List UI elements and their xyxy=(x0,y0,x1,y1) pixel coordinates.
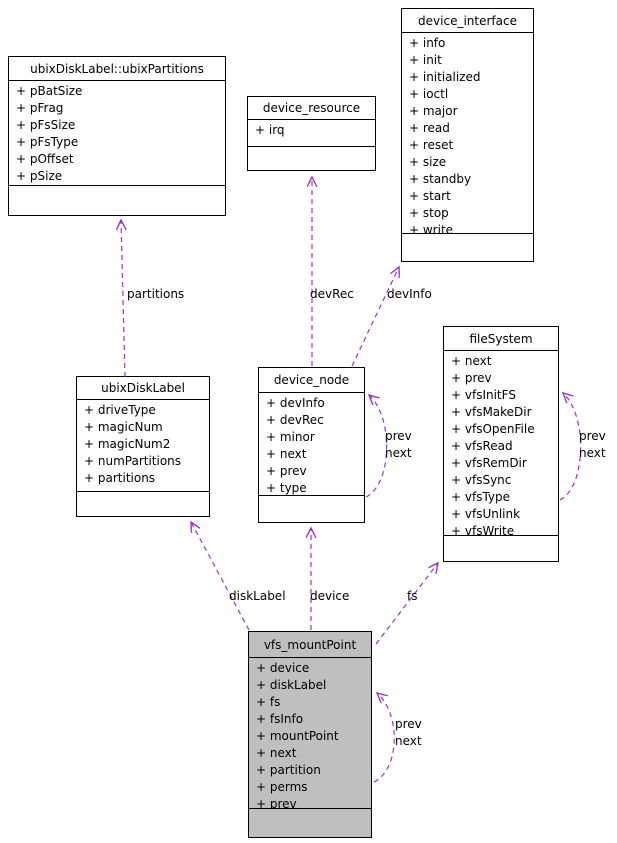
class-ubixdisklabel-ubixpartitions[interactable]: ubixDiskLabel::ubixPartitions + pBatSize… xyxy=(8,56,226,216)
class-member: + stop xyxy=(409,206,449,220)
class-filesystem[interactable]: fileSystem + next + prev + vfsInitFS + vfsM… xyxy=(443,326,559,562)
class-member: + next xyxy=(451,354,492,368)
class-member-list: + info + init + initialized + ioctl + major +… xyxy=(402,33,533,234)
class-methods-empty xyxy=(248,147,375,170)
edge-label-devinfo: devInfo xyxy=(387,287,432,301)
class-member: + pFrag xyxy=(16,101,64,115)
class-title[interactable]: fileSystem xyxy=(444,327,558,351)
class-member: + vfsInitFS xyxy=(451,388,516,402)
edge-label-filesystem-prev-next: prev next xyxy=(579,429,606,460)
class-title[interactable]: ubixDiskLabel xyxy=(77,377,209,400)
class-title[interactable]: device_node xyxy=(259,368,364,393)
class-member: + vfsMakeDir xyxy=(451,405,532,419)
edge-label-device-node-prev-next: prev next xyxy=(385,429,412,460)
edge-label-disklabel: diskLabel xyxy=(229,589,286,603)
class-member: + init xyxy=(409,53,442,67)
class-member: + ioctl xyxy=(409,87,449,101)
edge-label-fs: fs xyxy=(407,589,418,603)
edge-disklabel xyxy=(191,522,250,631)
class-member: + perms xyxy=(256,780,308,794)
edge-label-partitions: partitions xyxy=(127,287,185,301)
class-member: + write xyxy=(409,223,454,234)
class-member: + driveType xyxy=(84,403,156,417)
class-member-list: + devInfo + devRec + minor + next + prev + ty… xyxy=(259,393,364,496)
class-member-list: + pBatSize + pFrag + pFsSize + pFsType + pOf… xyxy=(9,81,225,186)
class-member-list: + device + diskLabel + fs + fsInfo + mountPo… xyxy=(249,658,371,809)
class-member: + type xyxy=(266,481,307,495)
class-member: + reset xyxy=(409,138,454,152)
class-member: + irq xyxy=(255,123,285,137)
class-member: + partitions xyxy=(84,471,156,485)
class-member: + pOffset xyxy=(16,152,74,166)
class-member: + devRec xyxy=(266,413,324,427)
class-member: + fs xyxy=(256,695,281,709)
class-title[interactable]: device_resource xyxy=(248,97,375,120)
class-member: + prev xyxy=(451,371,492,385)
class-vfs-mountpoint[interactable]: vfs_mountPoint + device+ diskLabel+ fs+ … xyxy=(248,631,372,838)
class-member: + vfsType xyxy=(451,490,511,504)
class-member: + fsInfo xyxy=(256,712,304,726)
edge-vfs-mountpoint-self-loop xyxy=(373,693,395,783)
class-member: + device xyxy=(256,661,310,675)
class-member: + major xyxy=(409,104,458,118)
class-member: + vfsWrite xyxy=(451,524,515,536)
class-methods-empty xyxy=(259,496,364,522)
class-member: + pFsSize xyxy=(16,118,76,132)
edge-devinfo xyxy=(351,267,399,367)
class-methods-empty xyxy=(402,234,533,261)
edge-partitions xyxy=(121,220,125,378)
class-member: + pSize xyxy=(16,169,63,183)
class-member: + vfsRead xyxy=(451,439,513,453)
class-methods-empty xyxy=(249,809,371,837)
class-member: + next xyxy=(256,746,297,760)
class-member: + magicNum xyxy=(84,420,163,434)
class-device-resource[interactable]: device_resource + irq xyxy=(247,96,376,171)
class-member: + pFsType xyxy=(16,135,79,149)
class-member: + info xyxy=(409,36,446,50)
edge-filesystem-self-loop xyxy=(559,393,582,501)
class-member: + devInfo xyxy=(266,396,325,410)
class-member: + vfsSync xyxy=(451,473,512,487)
class-device-interface[interactable]: device_interface + info + init + initializ… xyxy=(401,8,534,262)
class-member: + standby xyxy=(409,172,472,186)
class-ubixdisklabel[interactable]: ubixDiskLabel + driveType + magicNum + mag… xyxy=(76,376,210,517)
class-member: + size xyxy=(409,155,447,169)
class-member: + vfsUnlink xyxy=(451,507,521,521)
class-member: + read xyxy=(409,121,450,135)
class-member: + prev xyxy=(256,797,297,809)
class-member: + pBatSize xyxy=(16,84,83,98)
class-member-list: + irq xyxy=(248,120,375,147)
class-methods-empty xyxy=(9,186,225,215)
class-member: + vfsOpenFile xyxy=(451,422,535,436)
class-member: + initialized xyxy=(409,70,481,84)
edge-label-devrec: devRec xyxy=(310,287,354,301)
class-member: + partition xyxy=(256,763,321,777)
edge-label-vfs-mountpoint-prev-next: prev next xyxy=(395,717,422,748)
class-member: + start xyxy=(409,189,451,203)
edge-label-device: device xyxy=(310,589,350,603)
class-methods-empty xyxy=(77,492,209,516)
class-member: + magicNum2 xyxy=(84,437,171,451)
class-title[interactable]: device_interface xyxy=(402,9,533,33)
class-member: + numPartitions xyxy=(84,454,182,468)
class-member: + vfsRemDir xyxy=(451,456,527,470)
class-member: + prev xyxy=(266,464,307,478)
class-member-list: + driveType + magicNum + magicNum2 + numPar… xyxy=(77,400,209,492)
edge-device-node-self-loop xyxy=(365,395,388,498)
class-device-node[interactable]: device_node + devInfo + devRec + minor + ne… xyxy=(258,367,365,523)
class-member: + next xyxy=(266,447,307,461)
class-member: + minor xyxy=(266,430,315,444)
class-member: + mountPoint xyxy=(256,729,339,743)
class-member: + diskLabel xyxy=(256,678,327,692)
class-member-list: + next + prev + vfsInitFS + vfsMakeDir + vfs… xyxy=(444,351,558,536)
class-methods-empty xyxy=(444,536,558,561)
class-title[interactable]: vfs_mountPoint xyxy=(249,632,371,658)
class-title[interactable]: ubixDiskLabel::ubixPartitions xyxy=(9,57,225,81)
